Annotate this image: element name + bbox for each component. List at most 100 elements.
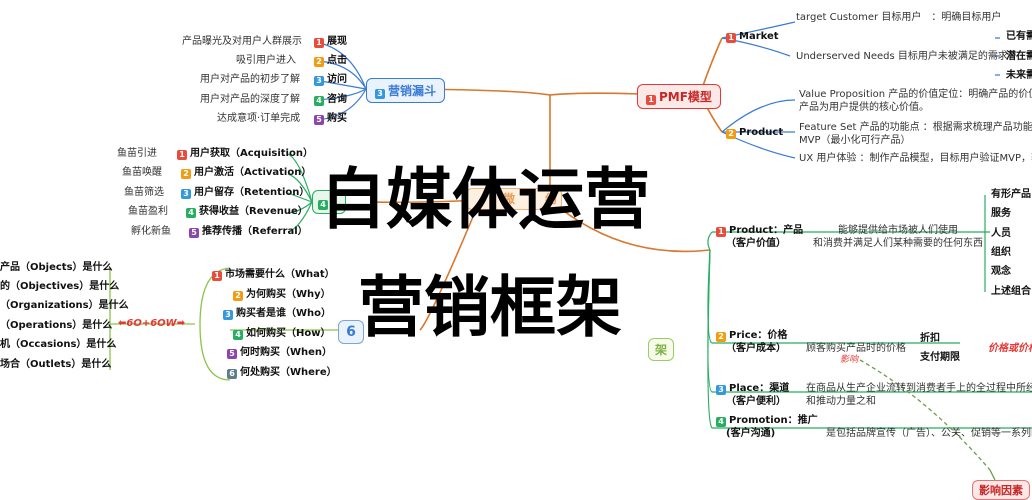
four-p-price-label: Price：价格 — [729, 330, 788, 341]
influence-factors-node[interactable]: 影响因素 — [972, 480, 1030, 500]
aarrr-desc: 孵化新鱼 — [131, 226, 171, 237]
four-p-place-desc: 在商品从生产企业流转到消费者手上的全过程中所经历的 — [806, 383, 1032, 394]
funnel-desc: 达成意项·订单完成 — [217, 113, 301, 124]
aarrr-desc: 鱼苗唤醒 — [122, 167, 162, 178]
overlay-title-line2: 营销框架 — [358, 269, 622, 346]
four-p-promotion-desc: 是包括品牌宣传（广告）、公关、促销等一系列的营 — [826, 428, 1032, 439]
number-badge: 1 — [646, 95, 656, 105]
four-p-promotion-sub: (客户沟通) — [726, 428, 776, 439]
number-badge: 1 — [716, 227, 726, 237]
number-badge: 4 — [314, 96, 324, 106]
number-badge: 1 — [314, 38, 324, 48]
four-p-product-desc: 和消费并满足人们某种需要的任何东西 — [813, 238, 983, 249]
aarrr-label: 用户激活（Activation） — [194, 167, 312, 178]
number-badge: 3 — [716, 385, 726, 395]
number-badge: 4 — [233, 330, 243, 340]
six-o-item: 产品（Objects）是什么 — [0, 262, 113, 273]
four-p-node-suffix: 架 — [655, 343, 668, 357]
pmf-product-desc: Value Proposition 产品的价值定位：明确产品的价值定位 — [799, 89, 1032, 100]
aarrr-label: 用户获取（Acquisition） — [190, 148, 313, 159]
number-badge: 3 — [314, 76, 324, 86]
number-badge: 5 — [314, 115, 324, 125]
pmf-need-tag: 潜在需 — [1006, 51, 1032, 62]
aarrr-label: 用户留存（Retention） — [194, 187, 310, 198]
funnel-desc: 用户对产品的深度了解 — [200, 94, 300, 105]
influence-factors-label: 影响因素 — [979, 484, 1023, 497]
pmf-product-desc: MVP（最小化可行产品） — [799, 135, 911, 146]
six-w-label: 市场需要什么（What） — [225, 269, 335, 280]
product-type-tag: 观念 — [991, 266, 1011, 277]
funnel-label: 咨询 — [327, 94, 347, 105]
four-p-product-label: Product：产品 — [729, 225, 804, 236]
six-w-label: 购买者是谁（Who） — [236, 308, 332, 319]
six-w-label: 为何购买（Why） — [246, 289, 331, 300]
four-p-price-sub: （客户成本） — [726, 343, 786, 354]
pmf-market-desc: Underserved Needs 目标用户未被满足的需求 — [796, 51, 1008, 62]
number-badge: 5 — [227, 349, 237, 359]
product-type-tag: 组织 — [991, 247, 1011, 258]
six-w-label: 如何购买（How） — [246, 328, 331, 339]
number-badge: 3 — [181, 189, 191, 199]
four-p-place-sub: （客户便利） — [726, 396, 786, 407]
six-o-node[interactable]: 6 — [338, 320, 364, 344]
six-w-label: 何时购买（When） — [240, 347, 333, 358]
hidden-center-text: 微 — [502, 192, 515, 206]
four-p-promotion-label: Promotion：推广 — [729, 415, 818, 426]
six-w-label: 何处购买（Where） — [240, 367, 337, 378]
pmf-product-desc: Feature Set 产品的功能点 ：根据需求梳理产品功能点，确 — [799, 122, 1032, 133]
four-p-price-desc: 顾客购买产品时的价格 — [806, 343, 906, 354]
overlay-title-line1: 自媒体运营 — [320, 161, 650, 238]
four-p-place-label: Place：渠道 — [729, 383, 790, 394]
number-badge: 4 — [318, 200, 328, 210]
aarrr-label: 推荐传播（Referral） — [202, 226, 308, 237]
funnel-label: 访问 — [327, 74, 347, 85]
pmf-market-desc: target Customer 目标用户 ：明确目标用户 — [796, 12, 1002, 23]
number-badge: 1 — [177, 150, 187, 160]
number-badge: 4 — [186, 208, 196, 218]
funnel-desc: 吸引用户进入 — [236, 55, 296, 66]
pmf-product-label: Product — [739, 127, 784, 138]
hidden-center-node[interactable]: 微约 — [466, 188, 562, 210]
pmf-product-desc: UX 用户体验 ：制作产品模型，目标用户验证MVP，获取用 — [799, 153, 1032, 164]
six-o-item: 场合（Outlets）是什么 — [0, 359, 112, 370]
aarrr-node[interactable]: 4 — [312, 190, 346, 214]
number-badge: 6 — [227, 369, 237, 379]
number-badge: 1 — [726, 33, 736, 43]
number-badge: 2 — [233, 291, 243, 301]
four-p-node[interactable]: 架 — [648, 338, 675, 361]
six-o-tag: ⬅6O+6OW➡ — [118, 318, 186, 329]
price-note: 价格或价格 — [988, 343, 1032, 354]
funnel-title: 营销漏斗 — [388, 84, 437, 98]
number-badge: 2 — [181, 169, 191, 179]
funnel-label: 购买 — [327, 113, 347, 124]
aarrr-desc: 鱼苗引进 — [117, 148, 157, 159]
price-tag: 支付期限 — [920, 352, 960, 363]
six-o-item: （Organizations）是什么 — [0, 300, 129, 311]
funnel-desc: 用户对产品的初步了解 — [200, 74, 300, 85]
product-type-tag: 服务 — [991, 208, 1011, 219]
